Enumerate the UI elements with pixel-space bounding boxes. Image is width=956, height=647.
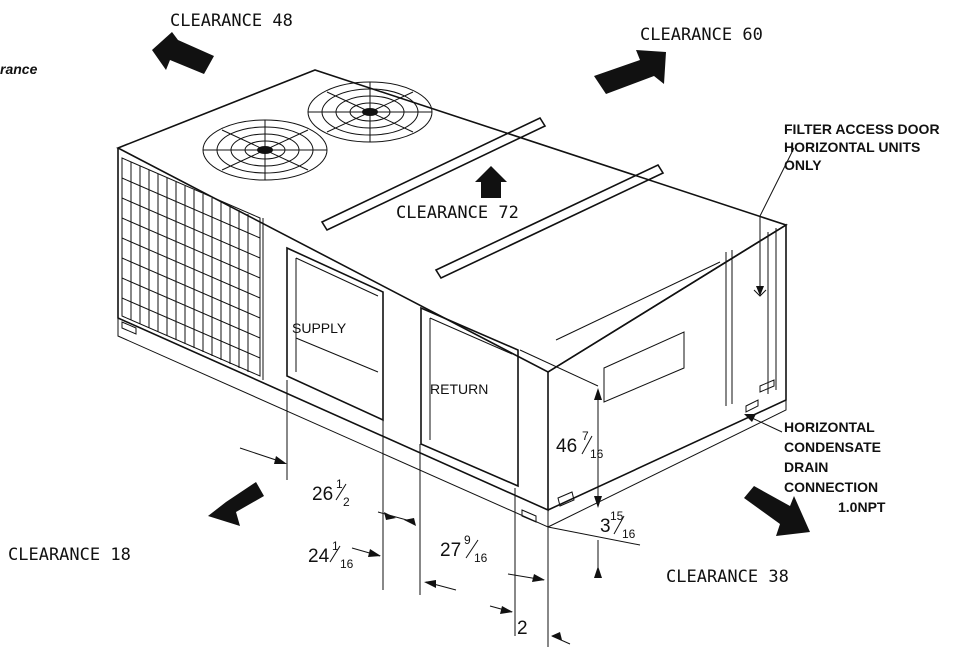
corner-fragment-label: rance — [0, 61, 38, 77]
dim-whole: 3 — [600, 516, 611, 537]
condenser-coil-grille — [121, 157, 261, 377]
drain-note-line-5: 1.0NPT — [838, 499, 886, 515]
clearance-18-label: CLEARANCE 18 — [8, 545, 131, 565]
clearance-72-label: CLEARANCE 72 — [396, 203, 519, 223]
dimension-24-1-16: 24 1 16 — [308, 539, 354, 571]
dim-denominator: 16 — [622, 527, 636, 541]
condenser-fan-1 — [202, 119, 328, 181]
dim-numerator: 9 — [464, 533, 471, 547]
drain-note-line-2: CONDENSATE — [784, 439, 881, 455]
unit-outline — [116, 69, 788, 528]
drain-note-line-1: HORIZONTAL — [784, 419, 875, 435]
clearance-arrow-72 — [475, 166, 507, 198]
dimension-2: 2 — [517, 618, 528, 639]
dim-denominator: 16 — [474, 551, 488, 565]
clearance-arrow-18 — [208, 482, 264, 526]
dim-numerator: 1 — [332, 539, 339, 553]
return-opening — [420, 306, 519, 488]
clearance-arrow-38 — [744, 486, 810, 536]
dim-whole: 2 — [517, 618, 528, 639]
dimension-27-9-16: 27 9 16 — [440, 533, 488, 565]
dimension-46-7-16: 46 7 16 — [556, 429, 604, 461]
dim-whole: 46 — [556, 436, 577, 457]
filter-note-line-2: HORIZONTAL UNITS — [784, 139, 920, 155]
dim-numerator: 7 — [582, 429, 589, 443]
return-label: RETURN — [430, 381, 488, 397]
filter-note-line-1: FILTER ACCESS DOOR — [784, 121, 940, 137]
dim-whole: 26 — [312, 484, 333, 505]
leader-lines — [744, 147, 795, 433]
filter-note-line-3: ONLY — [784, 157, 822, 173]
supply-label: SUPPLY — [292, 320, 347, 336]
clearance-arrow-60 — [594, 50, 666, 94]
dim-numerator: 15 — [610, 509, 624, 523]
clearance-arrow-48 — [152, 32, 214, 74]
clearance-60-label: CLEARANCE 60 — [640, 25, 763, 45]
dim-numerator: 1 — [336, 477, 343, 491]
right-face-panels — [121, 228, 777, 523]
clearance-38-label: CLEARANCE 38 — [666, 567, 789, 587]
dim-denominator: 16 — [590, 447, 604, 461]
condenser-fan-2 — [307, 81, 433, 143]
dim-denominator: 16 — [340, 557, 354, 571]
dimension-26-1-2: 26 1 2 — [312, 477, 350, 509]
dimension-lines — [239, 349, 641, 647]
roof-rails — [320, 116, 665, 280]
drain-note-line-3: DRAIN — [784, 459, 828, 475]
dim-denominator: 2 — [343, 495, 350, 509]
dim-whole: 24 — [308, 546, 330, 567]
clearance-48-label: CLEARANCE 48 — [170, 11, 293, 31]
drain-note-line-4: CONNECTION — [784, 479, 878, 495]
dimension-3-15-16: 3 15 16 — [600, 509, 636, 541]
dim-whole: 27 — [440, 540, 461, 561]
